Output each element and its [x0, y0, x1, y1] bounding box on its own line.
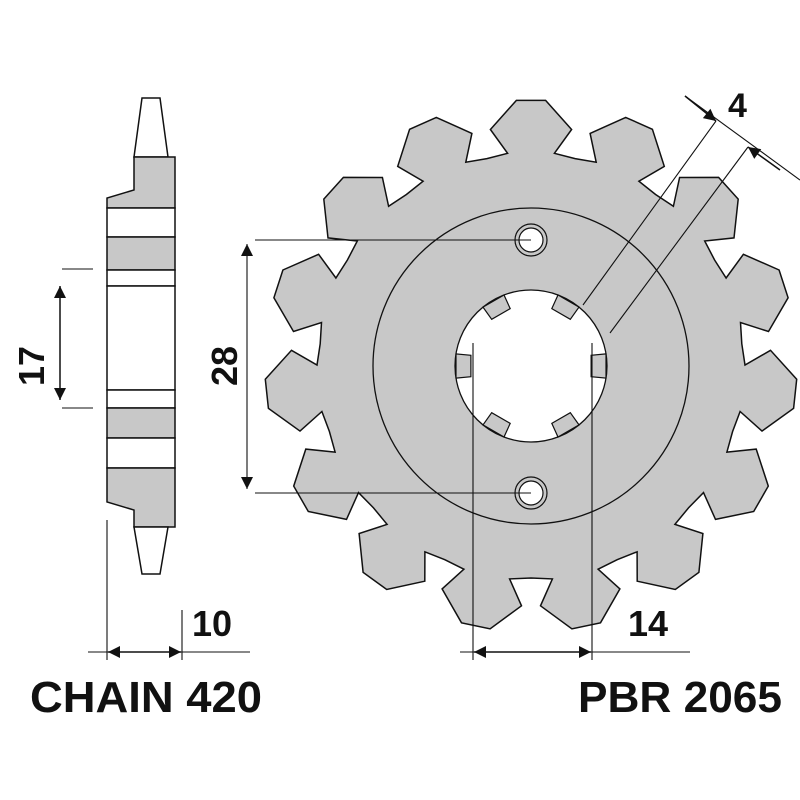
pitch-circle [372, 207, 690, 525]
front-view [264, 99, 798, 630]
part-number-label: PBR 2065 [578, 673, 782, 722]
splined-bore [454, 289, 608, 443]
spline-tooth [551, 294, 580, 321]
dim-4-label: 4 [728, 87, 747, 125]
spline-tooth [455, 353, 472, 379]
hub [106, 285, 176, 391]
bottom-tooth-tip [133, 526, 169, 575]
side-profile [106, 97, 176, 575]
spline-tooth [590, 353, 607, 379]
spline-tooth [551, 411, 580, 438]
dim-10-label: 10 [192, 603, 232, 644]
dim-4-ext [609, 146, 749, 334]
spline-tooth [482, 294, 511, 321]
dim-4-ext [582, 120, 717, 306]
chain-label: CHAIN 420 [30, 673, 262, 722]
dim-14-label: 14 [628, 603, 668, 644]
spline-tooth [482, 411, 511, 438]
band [106, 236, 176, 271]
spline-teeth [455, 294, 607, 438]
band [106, 437, 176, 469]
top-tooth-tip [133, 97, 169, 158]
bottom-body [106, 467, 176, 528]
band [106, 407, 176, 439]
band [106, 207, 176, 238]
dim-17-label: 17 [11, 346, 52, 386]
dim-28-label: 28 [204, 346, 245, 386]
band [106, 389, 176, 409]
top-body [106, 156, 176, 209]
band [106, 269, 176, 287]
